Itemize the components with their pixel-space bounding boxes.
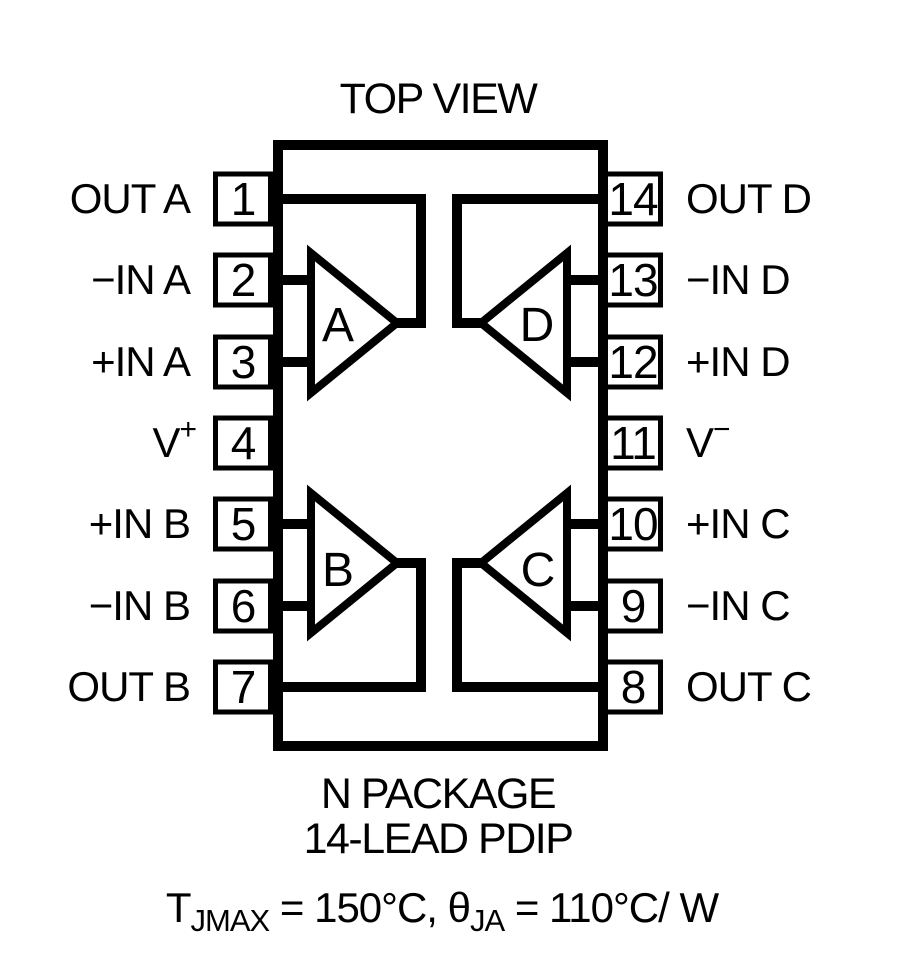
thermal-t-symbol: T bbox=[166, 884, 191, 931]
pin-10-box bbox=[603, 496, 663, 552]
pin-8-box bbox=[603, 659, 663, 715]
op-amp-a-triangle bbox=[307, 244, 404, 402]
pin-4-box bbox=[213, 415, 273, 471]
op-amp-d-triangle bbox=[474, 244, 571, 402]
pin-2-number: 2 bbox=[231, 254, 256, 306]
pin-8: 8 OUT C bbox=[603, 659, 812, 715]
op-amp-d: D bbox=[474, 244, 571, 402]
thermal-t-sub: JMAX bbox=[191, 903, 271, 938]
pin-11-label: V− bbox=[686, 413, 730, 466]
pin-14-number: 14 bbox=[608, 173, 658, 225]
pin-2: 2 −IN A bbox=[91, 252, 273, 308]
pin-5-number: 5 bbox=[231, 498, 256, 550]
thermal-t-value: = 150°C, bbox=[269, 884, 447, 931]
pin-4-label: V+ bbox=[152, 413, 196, 466]
pins-left: 1 OUT A 2 −IN A 3 +IN A 4 V+ 5 +IN B 6 −… bbox=[67, 171, 273, 715]
pin-12: 12 +IN D bbox=[603, 334, 791, 390]
op-amp-a-label: A bbox=[322, 299, 354, 352]
pin-8-number: 8 bbox=[621, 661, 646, 713]
pin-4: 4 V+ bbox=[152, 413, 273, 471]
pin-5: 5 +IN B bbox=[89, 496, 273, 552]
pin-9-box bbox=[603, 578, 663, 634]
pin-4-label-main: V bbox=[152, 419, 180, 466]
pin-2-label: −IN A bbox=[91, 256, 191, 303]
pin-1-box bbox=[213, 171, 273, 227]
pin-1-number: 1 bbox=[231, 173, 256, 225]
op-amp-a: A bbox=[307, 244, 404, 402]
pin-12-label: +IN D bbox=[686, 338, 790, 385]
thermal-theta-value: = 110°C/ W bbox=[504, 884, 719, 931]
pin-8-label: OUT C bbox=[686, 663, 811, 710]
pin-11-label-main: V bbox=[686, 419, 714, 466]
ic-body bbox=[273, 140, 608, 751]
internal-wires bbox=[278, 194, 603, 692]
package-name: N PACKAGE bbox=[321, 770, 555, 818]
wire-out-b bbox=[278, 558, 426, 692]
pin-6-number: 6 bbox=[231, 580, 256, 632]
pin-14-box bbox=[603, 171, 663, 227]
pin-5-box bbox=[213, 496, 273, 552]
pin-12-number: 12 bbox=[608, 336, 657, 388]
pin-3-box bbox=[213, 334, 273, 390]
pin-11-box bbox=[603, 415, 663, 471]
pin-5-label: +IN B bbox=[89, 500, 190, 547]
op-amps: A D B C bbox=[307, 244, 571, 642]
pin-3: 3 +IN A bbox=[91, 334, 273, 390]
pin-13-label: −IN D bbox=[686, 256, 790, 303]
op-amp-c: C bbox=[474, 484, 571, 642]
op-amp-c-triangle bbox=[474, 484, 571, 642]
pin-11-number: 11 bbox=[610, 417, 656, 469]
thermal-theta-sub: JA bbox=[470, 903, 506, 938]
pin-10-label: +IN C bbox=[686, 500, 790, 547]
pins-right: 14 OUT D 13 −IN D 12 +IN D 11 V− 10 +IN … bbox=[603, 171, 812, 715]
pin-3-label: +IN A bbox=[91, 338, 191, 385]
pin-10: 10 +IN C bbox=[603, 496, 791, 552]
pin-7: 7 OUT B bbox=[67, 659, 273, 715]
pin-1: 1 OUT A bbox=[70, 171, 273, 227]
op-amp-b-triangle bbox=[307, 484, 404, 642]
pin-4-number: 4 bbox=[231, 417, 256, 469]
pin-4-label-sup: + bbox=[179, 413, 196, 446]
pin-7-box bbox=[213, 659, 273, 715]
pin-14-label: OUT D bbox=[686, 175, 811, 222]
pin-6-label: −IN B bbox=[89, 582, 190, 629]
pin-9-label: −IN C bbox=[686, 582, 790, 629]
wire-out-c bbox=[452, 558, 603, 692]
wire-out-a bbox=[278, 194, 426, 328]
pin-10-number: 10 bbox=[608, 498, 657, 550]
pin-2-box bbox=[213, 252, 273, 308]
pin-9-number: 9 bbox=[621, 580, 646, 632]
diagram-title: TOP VIEW bbox=[340, 75, 539, 123]
package-type: 14-LEAD PDIP bbox=[304, 815, 573, 863]
pin-7-number: 7 bbox=[231, 661, 256, 713]
pin-1-label: OUT A bbox=[70, 175, 191, 222]
thermal-note: TJMAX = 150°C, θJA = 110°C/ W bbox=[166, 884, 720, 938]
pin-3-number: 3 bbox=[231, 336, 256, 388]
pin-12-box bbox=[603, 334, 663, 390]
pin-7-label: OUT B bbox=[67, 663, 190, 710]
pin-13-number: 13 bbox=[608, 254, 657, 306]
pin-14: 14 OUT D bbox=[603, 171, 812, 227]
pin-6: 6 −IN B bbox=[89, 578, 273, 634]
pin-13: 13 −IN D bbox=[603, 252, 791, 308]
op-amp-b-label: B bbox=[322, 544, 354, 597]
op-amp-b: B bbox=[307, 484, 404, 642]
op-amp-d-label: D bbox=[520, 299, 555, 352]
pin-11-label-sup: − bbox=[713, 413, 730, 446]
thermal-theta-symbol: θ bbox=[448, 884, 470, 931]
pin-13-box bbox=[603, 252, 663, 308]
pin-6-box bbox=[213, 578, 273, 634]
pin-11: 11 V− bbox=[603, 413, 731, 471]
wire-out-d bbox=[452, 194, 603, 328]
pin-9: 9 −IN C bbox=[603, 578, 791, 634]
op-amp-c-label: C bbox=[521, 544, 556, 597]
